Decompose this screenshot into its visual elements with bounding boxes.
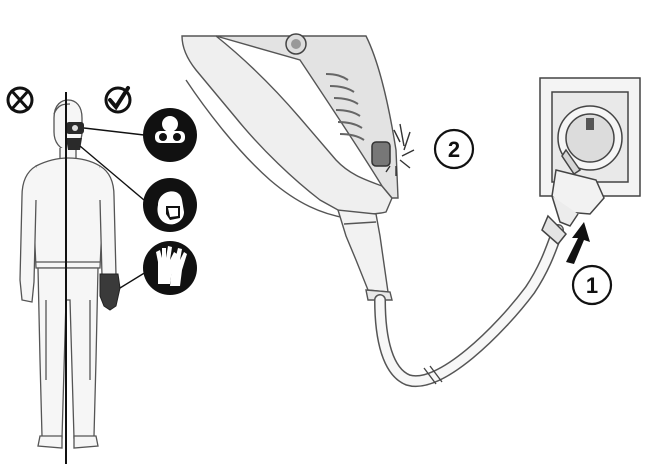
insert-arrow-icon (566, 222, 590, 264)
ppe-leader-lines (79, 127, 147, 289)
person-legs (37, 267, 99, 439)
wall-socket (539, 77, 641, 197)
person-right-arm (99, 165, 117, 277)
device-body (181, 35, 399, 219)
person-glove (99, 273, 121, 311)
person-left-foot (37, 435, 63, 449)
safety-goggles-icon (143, 108, 197, 162)
step-2-number: 2 (448, 137, 460, 162)
step-1-marker: 1 (571, 264, 613, 306)
power-plug (541, 148, 605, 246)
protective-gloves-icon (143, 241, 197, 295)
person-left-arm (19, 165, 37, 303)
face-mask-icon (143, 178, 197, 232)
person-figure (19, 99, 117, 449)
device-handle (337, 209, 393, 301)
person-torso (31, 157, 105, 269)
indicator-light (371, 123, 415, 176)
forbidden-mark: ✗ (6, 86, 34, 114)
person-goggles (66, 122, 84, 134)
cable-break-marks (423, 365, 443, 385)
person-right-foot (73, 435, 99, 449)
step-1-number: 1 (586, 273, 598, 298)
allowed-mark: ✓ (104, 86, 132, 114)
step-2-marker: 2 (433, 128, 475, 170)
device-button (285, 33, 307, 55)
person-mask (66, 138, 82, 150)
